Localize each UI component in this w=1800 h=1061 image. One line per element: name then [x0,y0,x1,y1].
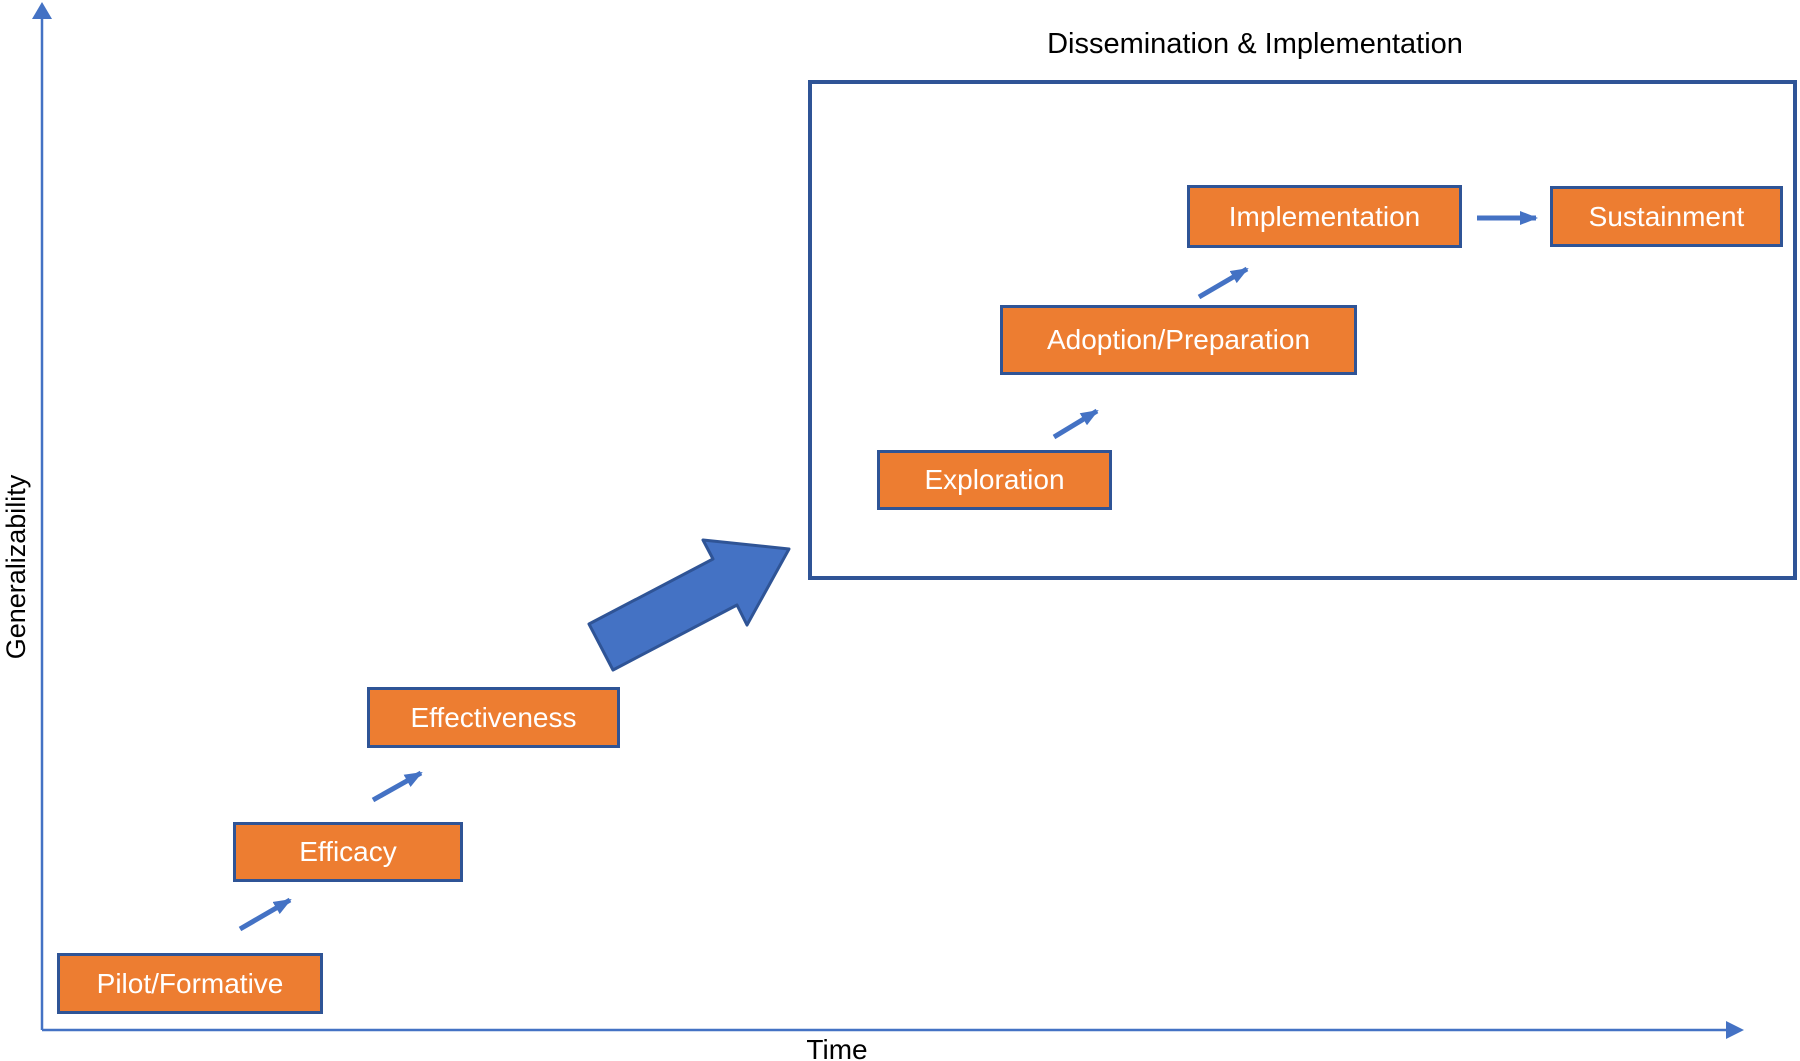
stage-box-efficacy: Efficacy [233,822,463,882]
stage-label: Implementation [1228,200,1421,232]
y-axis-label: Generalizability [1,474,31,660]
x-axis-label: Time [806,1034,868,1061]
stage-box-sustainment: Sustainment [1550,186,1783,247]
stage-label: Sustainment [1588,200,1745,232]
x-axis-arrowhead-icon [1726,1021,1744,1039]
stage-label: Efficacy [299,836,397,867]
stage-label: Exploration [924,464,1065,495]
stage-box-implementation: Implementation [1187,185,1462,248]
arrow-adoption-to-implementation-icon [1197,266,1249,300]
stage-label: Adoption/Preparation [1046,324,1311,355]
arrow-exploration-to-adoption-icon [1052,408,1099,440]
stage-label: Pilot/Formative [96,967,284,999]
frame-title: Dissemination & Implementation [1047,28,1463,60]
y-axis-arrowhead-icon [32,2,52,19]
big-transition-arrow-icon [587,538,791,672]
stage-box-pilot-formative: Pilot/Formative [57,953,323,1014]
stage-label: Effectiveness [410,701,577,733]
stage-box-effectiveness: Effectiveness [367,687,620,748]
arrow-pilot-to-efficacy-icon [238,897,292,932]
dissemination-implementation-frame [808,80,1797,580]
arrow-efficacy-to-effectiveness-icon [371,770,423,803]
stage-box-adoption-preparation: Adoption/Preparation [1000,305,1357,375]
stage-box-exploration: Exploration [877,450,1112,510]
